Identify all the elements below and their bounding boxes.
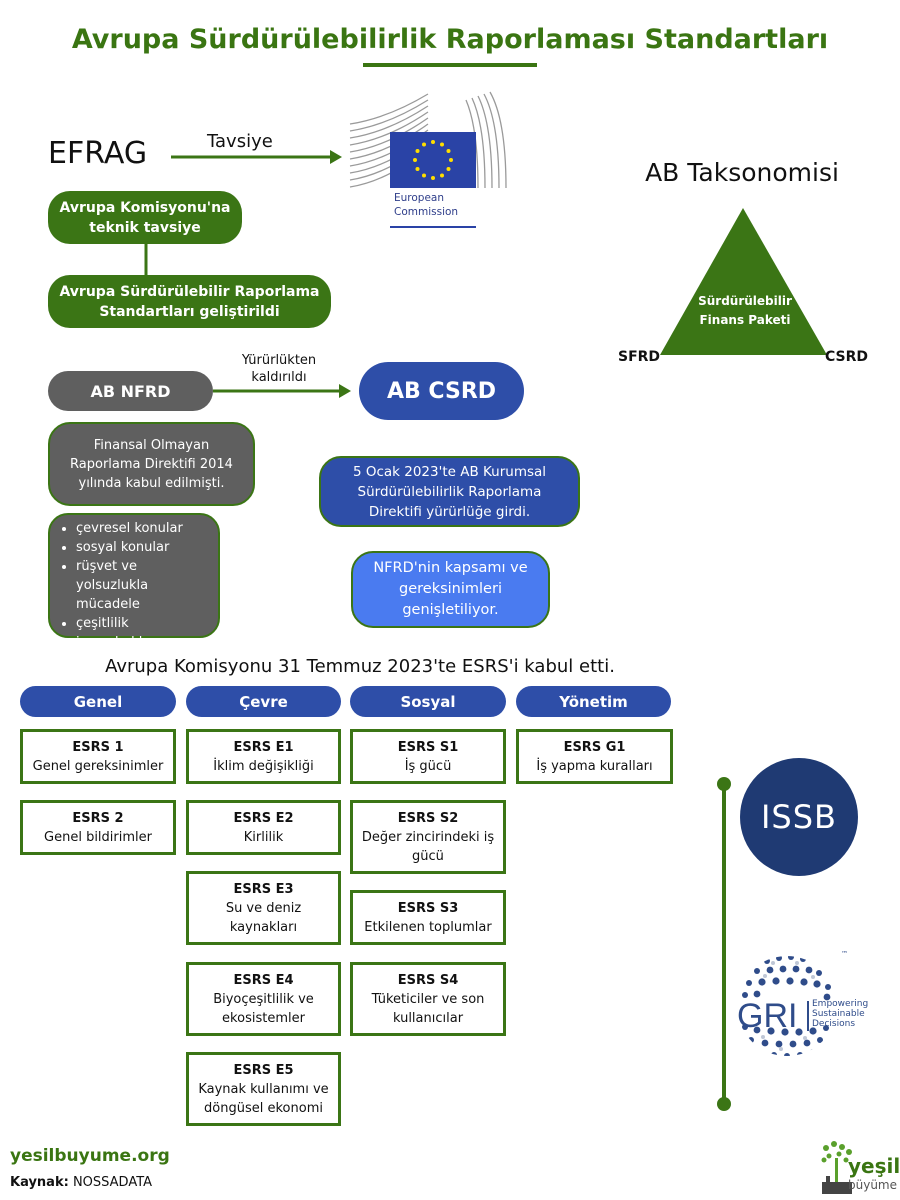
- source-label: Kaynak:: [10, 1175, 69, 1190]
- esrs-code: ESRS S2: [397, 810, 459, 826]
- esrs-card: ESRS E5 Kaynak kullanımı ve döngüsel eko…: [186, 1052, 341, 1126]
- standards-developed-box: Avrupa Sürdürülebilir Raporlama Standart…: [48, 275, 331, 328]
- esrs-card: ESRS S4 Tüketiciler ve son kullanıcılar: [350, 962, 506, 1036]
- gri-tagline: Empowering Sustainable Decisions: [812, 999, 868, 1029]
- esrs-name: Genel gereksinimler: [32, 758, 164, 774]
- esrs-code: ESRS G1: [563, 739, 626, 755]
- esrs-card: ESRS E4 Biyoçeşitlilik ve ekosistemler: [186, 962, 341, 1036]
- esrs-name: Tüketiciler ve son kullanıcılar: [371, 991, 485, 1026]
- nfrd-topics-list: çevresel konular sosyal konular rüşvet v…: [48, 513, 220, 650]
- esrs-name: İş gücü: [404, 758, 452, 774]
- gri-tagline-line2: Sustainable: [812, 1009, 865, 1019]
- esrs-card: ESRS 1 Genel gereksinimler: [20, 729, 176, 784]
- repealed-label: Yürürlükten kaldırıldı: [241, 353, 317, 385]
- esrs-card: ESRS S1 İş gücü: [350, 729, 506, 784]
- ec-name-line1: European: [394, 192, 445, 204]
- nfrd-expansion-note: NFRD'nin kapsamı ve gereksinimleri geniş…: [351, 551, 550, 628]
- efrag-label: EFRAG: [48, 136, 148, 171]
- source-credit: Kaynak: NOSSADATA: [10, 1175, 152, 1190]
- list-item: insan hakları: [76, 633, 212, 652]
- esrs-name: Etkilenen toplumlar: [364, 919, 492, 935]
- category-environment: Çevre: [186, 686, 341, 717]
- esrs-code: ESRS 2: [72, 810, 124, 826]
- esrs-code: ESRS E2: [233, 810, 294, 826]
- csrd-description-box: 5 Ocak 2023'te AB Kurumsal Sürdürülebili…: [319, 456, 580, 527]
- category-general: Genel: [20, 686, 176, 717]
- list-item: çeşitlilik: [76, 614, 212, 633]
- esrs-code: ESRS E3: [233, 881, 294, 897]
- csrd-box: AB CSRD: [359, 362, 524, 420]
- sustainable-finance-package-label: Sürdürülebilir Finans Paketi: [698, 294, 792, 327]
- esrs-code: ESRS S4: [397, 972, 459, 988]
- esrs-card: ESRS G1 İş yapma kuralları: [516, 729, 673, 784]
- list-item: çevresel konular: [76, 519, 212, 538]
- nfrd-box: AB NFRD: [48, 371, 213, 411]
- csrd-corner-label: CSRD: [825, 349, 869, 365]
- esrs-code: ESRS E4: [233, 972, 294, 988]
- esrs-name: İş yapma kuralları: [536, 758, 653, 774]
- gri-globe-icon: [742, 956, 831, 1056]
- brand-bottom-text: büyüme: [848, 1178, 898, 1192]
- title-underline: [363, 63, 537, 67]
- esrs-code: ESRS S3: [397, 900, 459, 916]
- esrs-name: Kaynak kullanımı ve döngüsel ekonomi: [198, 1081, 329, 1116]
- esrs-name: Biyoçeşitlilik ve ekosistemler: [213, 991, 314, 1026]
- gri-logo: GRI Empowering Sustainable Decisions ™: [737, 945, 877, 1070]
- gri-trademark: ™: [841, 950, 848, 958]
- esrs-card: ESRS E1 İklim değişikliği: [186, 729, 341, 784]
- esrs-name: Kirlilik: [243, 829, 284, 845]
- website-link[interactable]: yesilbuyume.org: [10, 1146, 170, 1166]
- esrs-card: ESRS E2 Kirlilik: [186, 800, 341, 855]
- esrs-card: ESRS S2 Değer zincirindeki iş gücü: [350, 800, 506, 874]
- list-item: sosyal konular: [76, 538, 212, 557]
- nfrd-description-box: Finansal Olmayan Raporlama Direktifi 201…: [48, 422, 255, 506]
- source-value: NOSSADATA: [72, 1175, 153, 1190]
- esrs-name: Genel bildirimler: [44, 829, 152, 845]
- category-governance: Yönetim: [516, 686, 671, 717]
- yesil-buyume-logo: yeşil büyüme: [820, 1140, 900, 1198]
- sfrd-label: SFRD: [618, 349, 661, 365]
- esrs-code: ESRS S1: [397, 739, 459, 755]
- esrs-name: Değer zincirindeki iş gücü: [361, 829, 495, 864]
- issb-badge: ISSB: [740, 758, 858, 876]
- gri-tagline-line1: Empowering: [812, 999, 869, 1009]
- list-item: rüşvet ve yolsuzlukla mücadele: [76, 557, 212, 614]
- taxonomy-triangle: [660, 208, 827, 355]
- brand-top-text: yeşil: [848, 1154, 900, 1178]
- gri-divider: [807, 1001, 809, 1031]
- tree-icon: [821, 1141, 852, 1194]
- esrs-adoption-heading: Avrupa Komisyonu 31 Temmuz 2023'te ESRS'…: [105, 656, 615, 677]
- esrs-code: ESRS E5: [233, 1062, 294, 1078]
- esrs-code: ESRS E1: [233, 739, 294, 755]
- esrs-code: ESRS 1: [72, 739, 124, 755]
- ec-name-line2: Commission: [394, 206, 459, 218]
- esrs-name: Su ve deniz kaynakları: [225, 900, 302, 935]
- technical-advice-box: Avrupa Komisyonu'na teknik tavsiye: [48, 191, 242, 244]
- esrs-card: ESRS S3 Etkilenen toplumlar: [350, 890, 506, 945]
- esrs-name: İklim değişikliği: [213, 758, 314, 774]
- esrs-card: ESRS E3 Su ve deniz kaynakları: [186, 871, 341, 945]
- gri-wordmark: GRI: [737, 997, 798, 1035]
- page-title: Avrupa Sürdürülebilirlik Raporlaması Sta…: [71, 24, 829, 55]
- ec-building-icon: [349, 91, 507, 228]
- taxonomy-title: AB Taksonomisi: [645, 158, 839, 187]
- recommendation-label: Tavsiye: [207, 131, 273, 152]
- esrs-card: ESRS 2 Genel bildirimler: [20, 800, 176, 855]
- category-social: Sosyal: [350, 686, 506, 717]
- european-commission-logo: European Commission: [348, 90, 508, 232]
- gri-tagline-line3: Decisions: [812, 1019, 856, 1029]
